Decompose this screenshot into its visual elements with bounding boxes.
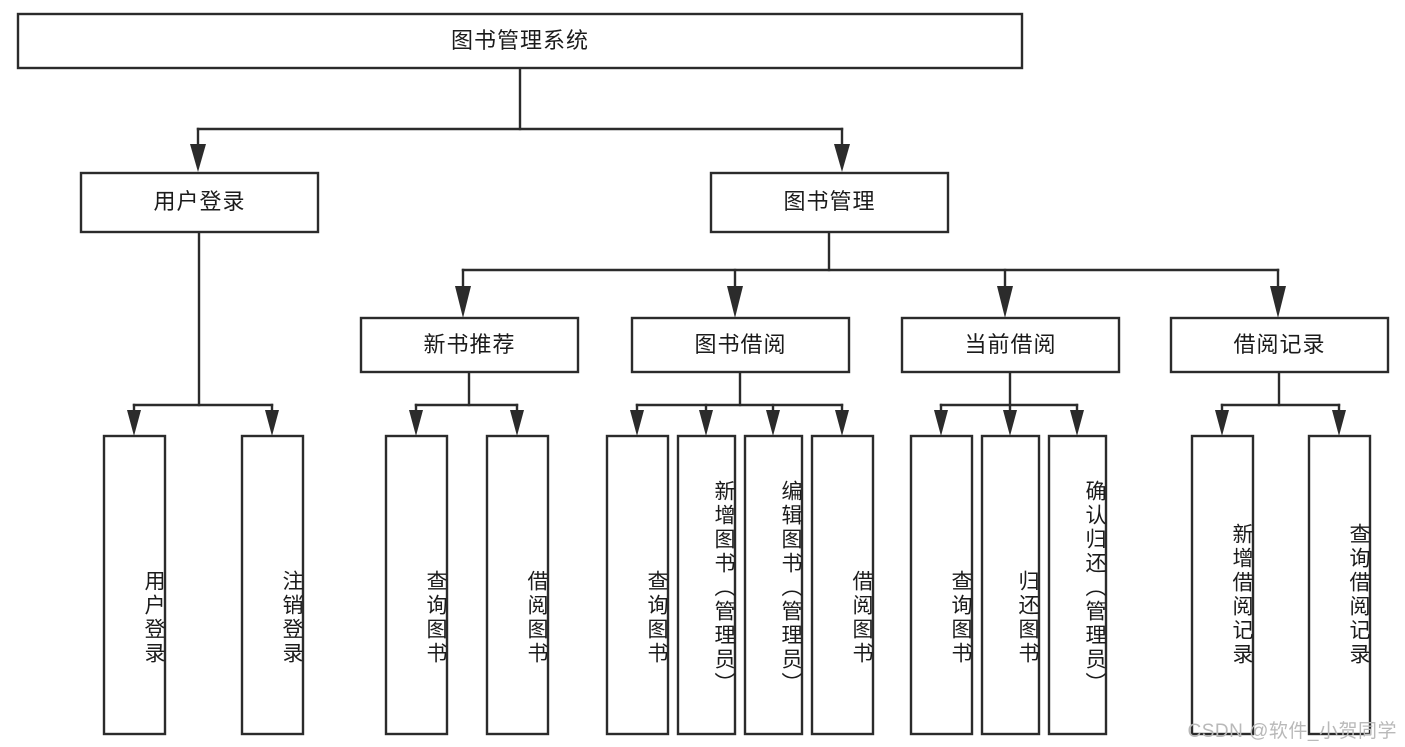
node-box-leaf-query-book-1[interactable]: [384, 434, 449, 736]
edge-borrowrecord-to-leaves: [1215, 370, 1346, 436]
node-box-borrow-record[interactable]: [1169, 316, 1390, 374]
edge-bookborrow-to-leaves: [630, 370, 849, 436]
node-box-root[interactable]: [16, 12, 1024, 70]
edge-root-to-level2: [190, 66, 850, 172]
node-box-book-borrow[interactable]: [630, 316, 851, 374]
edge-bookmanage-to-level3: [455, 230, 1286, 318]
edge-currentborrow-to-leaves: [934, 370, 1084, 436]
node-box-leaf-query-book-3[interactable]: [909, 434, 974, 736]
node-box-leaf-edit-book[interactable]: [743, 434, 804, 736]
node-box-leaf-query-book-2[interactable]: [605, 434, 670, 736]
node-box-leaf-borrow-book-1[interactable]: [485, 434, 550, 736]
node-box-leaf-return-book[interactable]: [980, 434, 1041, 736]
node-box-leaf-add-book[interactable]: [676, 434, 737, 736]
node-box-new-book-rec[interactable]: [359, 316, 580, 374]
node-box-book-manage[interactable]: [709, 171, 950, 234]
node-box-leaf-borrow-book-2[interactable]: [810, 434, 875, 736]
node-box-leaf-logout[interactable]: [240, 434, 305, 736]
node-box-current-borrow[interactable]: [900, 316, 1121, 374]
edge-newbook-to-leaves: [409, 370, 524, 436]
edge-userlogin-to-leaves: [127, 230, 279, 436]
node-box-leaf-add-record[interactable]: [1190, 434, 1255, 736]
node-box-leaf-user-login[interactable]: [102, 434, 167, 736]
node-box-leaf-query-record[interactable]: [1307, 434, 1372, 736]
node-box-user-login[interactable]: [79, 171, 320, 234]
node-box-leaf-confirm-return[interactable]: [1047, 434, 1108, 736]
